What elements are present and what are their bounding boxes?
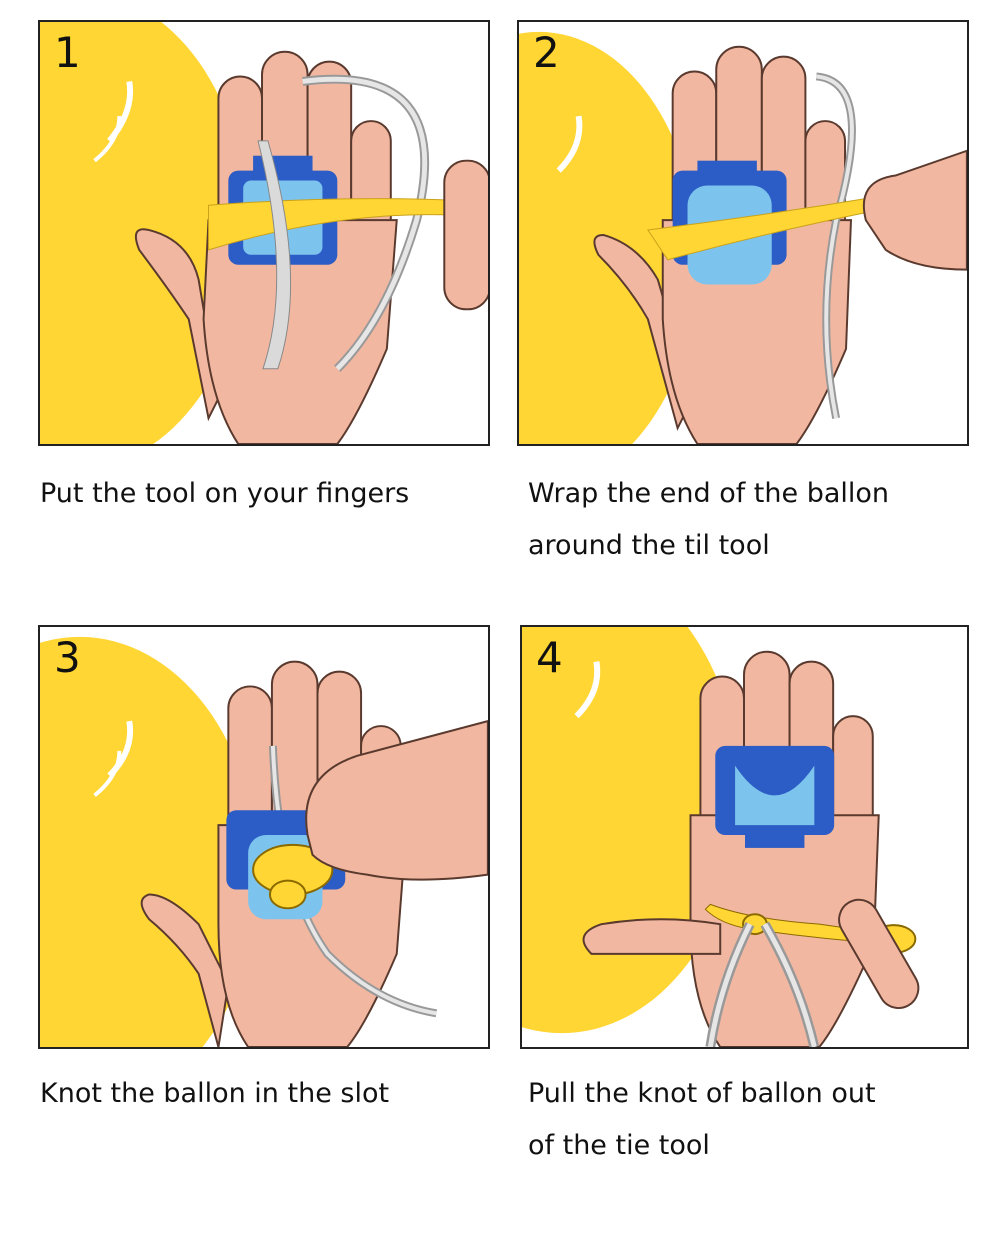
caption-line: Pull the knot of ballon out [528,1078,876,1109]
step-4-caption: Pull the knot of ballon out of the tie t… [528,1068,968,1172]
caption-line: around the til tool [528,530,770,561]
step-number: 4 [536,633,563,682]
caption-line: of the tie tool [528,1130,710,1161]
caption-line: Put the tool on your fingers [40,478,410,509]
step-3-illustration [40,636,488,1047]
step-2-illustration-panel: 2 [517,20,969,446]
step-1-illustration-panel: 1 [38,20,490,446]
step-2-illustration [519,31,967,444]
balloon-tie-tool-icon [715,745,835,848]
step-4-illustration [522,627,920,1047]
caption-line: Wrap the end of the ballon [528,478,890,509]
step-number: 2 [533,28,560,77]
caption-line: Knot the ballon in the slot [40,1078,390,1109]
step-2-caption: Wrap the end of the ballon around the ti… [528,468,968,572]
step-1-caption: Put the tool on your fingers [40,468,500,520]
step-4-illustration-panel: 4 [520,625,969,1049]
step-3-illustration-panel: 3 [38,625,490,1049]
step-1-illustration [40,22,488,444]
step-number: 1 [54,28,81,77]
step-number: 3 [54,633,81,682]
step-3-caption: Knot the ballon in the slot [40,1068,500,1120]
